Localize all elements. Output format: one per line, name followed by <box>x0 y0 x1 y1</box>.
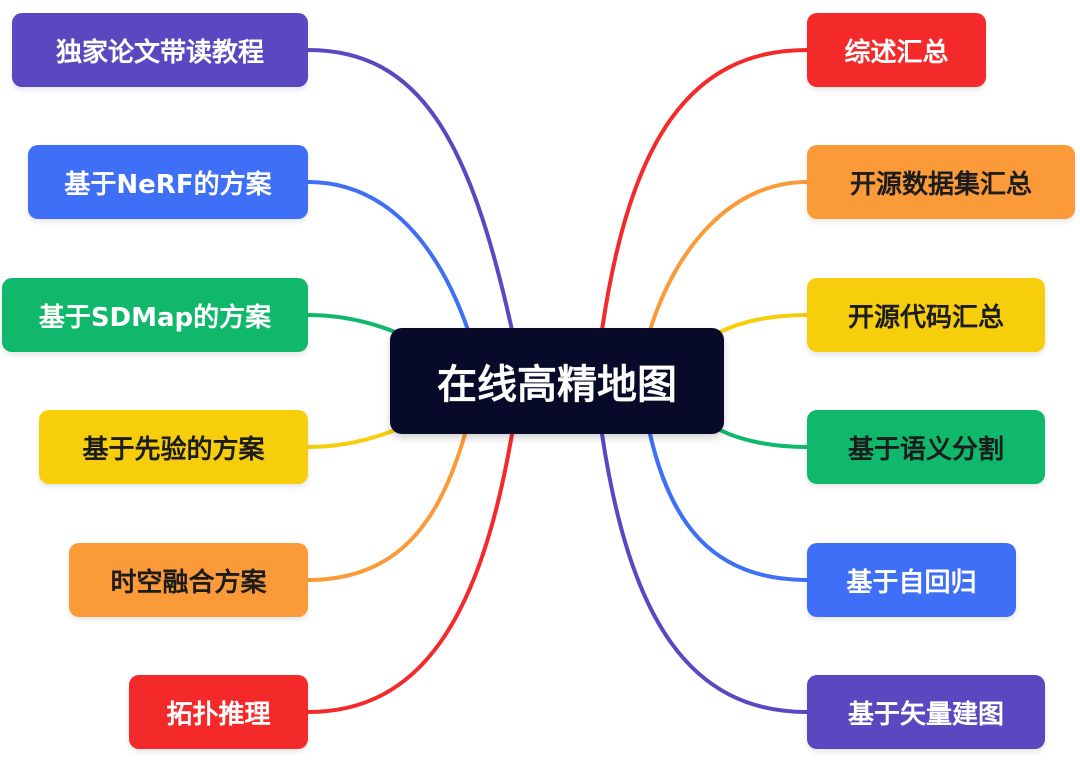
node-label: 基于语义分割 <box>847 434 1004 465</box>
node-right-2[interactable]: 开源数据集汇总 <box>807 145 1075 219</box>
node-label: 综述汇总 <box>844 37 949 68</box>
connector-right-4 <box>718 428 809 449</box>
connector-right-6 <box>600 432 809 714</box>
node-right-4[interactable]: 基于语义分割 <box>807 410 1045 484</box>
node-label: 开源代码汇总 <box>847 302 1004 333</box>
connector-left-2 <box>306 180 470 332</box>
node-label: 基于先验的方案 <box>82 434 265 465</box>
node-label: 基于SDMap的方案 <box>38 302 272 333</box>
node-label: 拓扑推理 <box>166 699 271 730</box>
node-label: 基于矢量建图 <box>847 699 1004 730</box>
node-left-5[interactable]: 时空融合方案 <box>69 543 308 617</box>
connector-left-3 <box>306 313 397 334</box>
node-left-1[interactable]: 独家论文带读教程 <box>12 13 308 87</box>
central-topic-label: 在线高精地图 <box>437 362 677 408</box>
node-left-4[interactable]: 基于先验的方案 <box>39 410 308 484</box>
node-right-3[interactable]: 开源代码汇总 <box>807 278 1045 352</box>
connector-right-1 <box>600 48 809 332</box>
connector-left-4 <box>306 428 397 449</box>
node-label: 独家论文带读教程 <box>55 37 264 68</box>
central-topic[interactable]: 在线高精地图 <box>390 328 724 434</box>
node-label: 开源数据集汇总 <box>849 169 1032 200</box>
node-label: 时空融合方案 <box>110 567 267 598</box>
node-right-6[interactable]: 基于矢量建图 <box>807 675 1045 749</box>
connector-right-5 <box>648 432 809 582</box>
connector-right-3 <box>718 313 809 334</box>
node-label: 基于NeRF的方案 <box>64 169 272 200</box>
node-left-3[interactable]: 基于SDMap的方案 <box>2 278 308 352</box>
connector-left-5 <box>306 432 467 582</box>
node-left-2[interactable]: 基于NeRF的方案 <box>28 145 308 219</box>
node-right-1[interactable]: 综述汇总 <box>807 13 986 87</box>
node-right-5[interactable]: 基于自回归 <box>807 543 1016 617</box>
connector-left-6 <box>306 432 514 714</box>
connector-left-1 <box>306 48 514 332</box>
node-label: 基于自回归 <box>846 567 977 598</box>
connector-right-2 <box>648 180 809 332</box>
node-left-6[interactable]: 拓扑推理 <box>129 675 308 749</box>
